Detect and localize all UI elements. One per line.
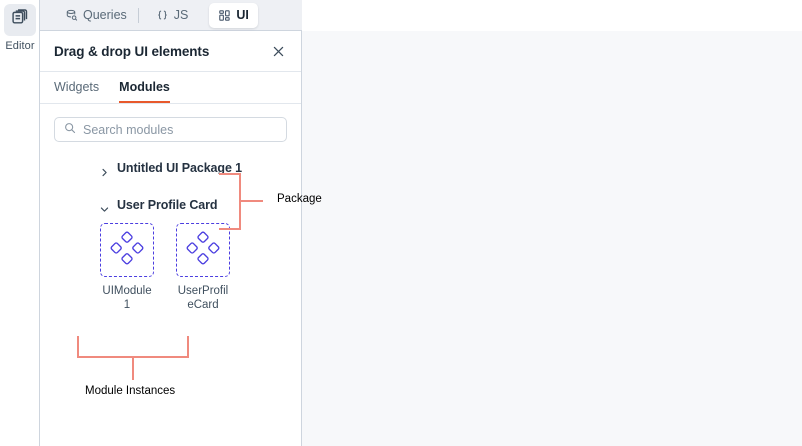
canvas-top-strip: [302, 0, 802, 31]
module-tree: Untitled UI Package 1 User Profile Card: [40, 142, 301, 219]
panel-tabs: Widgets Modules: [40, 72, 301, 104]
module-label: UserProfileCard: [177, 285, 229, 311]
search-icon: [64, 121, 76, 139]
tabbar-divider: [137, 7, 139, 23]
module-label: UIModule 1: [102, 285, 152, 311]
close-icon[interactable]: [269, 42, 287, 60]
sidebar-item-editor-label: Editor: [5, 40, 35, 52]
tab-js-label: JS: [173, 8, 189, 22]
sidebar-item-editor[interactable]: [4, 4, 36, 36]
tab-widgets[interactable]: Widgets: [54, 80, 99, 103]
search-placeholder: Search modules: [83, 122, 174, 137]
tab-js[interactable]: JS: [147, 3, 198, 28]
list-item: UserProfileCard: [176, 223, 230, 312]
left-rail: Editor: [0, 0, 40, 446]
module-diamond-cluster-icon: [185, 230, 221, 271]
curly-braces-icon: [156, 9, 169, 22]
tree-item-label: User Profile Card: [117, 198, 218, 212]
editor-mode-tabbar: Queries JS UI: [40, 0, 302, 31]
module-instance-grid: UIModule 1 UserProfileCard: [40, 223, 301, 312]
tab-modules-label: Modules: [119, 80, 170, 94]
tab-queries[interactable]: Queries: [56, 3, 136, 28]
editor-stacked-pages-icon: [11, 8, 30, 32]
tree-item-untitled-ui-package-1[interactable]: Untitled UI Package 1: [40, 154, 301, 182]
tab-ui-label: UI: [236, 8, 249, 22]
search-input[interactable]: Search modules: [54, 117, 287, 142]
module-diamond-cluster-icon: [109, 230, 145, 271]
database-query-icon: [65, 9, 78, 22]
list-item: UIModule 1: [100, 223, 154, 312]
chevron-right-icon: [100, 164, 109, 176]
tab-widgets-label: Widgets: [54, 80, 100, 94]
ui-elements-panel: Drag & drop UI elements Widgets Modules: [40, 31, 302, 446]
app-canvas[interactable]: [302, 31, 802, 446]
tab-ui[interactable]: UI: [209, 2, 258, 28]
module-tile-userprofilecard[interactable]: [176, 223, 230, 277]
tree-spacer: [40, 182, 301, 191]
chevron-down-icon: [100, 201, 109, 212]
tab-queries-label: Queries: [83, 8, 127, 22]
search-container: Search modules: [40, 104, 301, 142]
ui-grid-icon: [218, 9, 231, 22]
tab-modules[interactable]: Modules: [119, 80, 170, 103]
module-tile-uimodule1[interactable]: [100, 223, 154, 277]
tree-item-label: Untitled UI Package 1: [117, 161, 243, 175]
tree-item-user-profile-card[interactable]: User Profile Card: [40, 191, 301, 219]
page-title: Drag & drop UI elements: [54, 43, 210, 59]
panel-header: Drag & drop UI elements: [40, 31, 301, 72]
